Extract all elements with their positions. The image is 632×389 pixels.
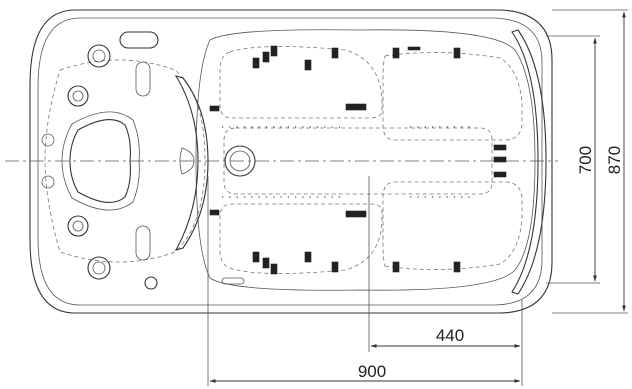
left-console-contour xyxy=(44,59,206,263)
tub-outer-shell xyxy=(29,9,553,314)
dim-label-440: 440 xyxy=(436,326,464,345)
dim-label-900: 900 xyxy=(358,362,386,381)
footwell xyxy=(223,127,493,195)
dim-label-870: 870 xyxy=(605,146,624,174)
right-pillow xyxy=(511,29,547,295)
jets xyxy=(209,45,507,275)
headrest xyxy=(69,119,131,203)
tub-inner-rim xyxy=(37,17,543,306)
dim-label-700: 700 xyxy=(576,146,595,174)
right-lounger-top xyxy=(382,52,523,141)
control-fittings xyxy=(41,31,245,290)
curved-divider xyxy=(174,75,209,251)
right-lounger-bottom xyxy=(382,181,523,270)
inner-seat-contour-top xyxy=(219,46,383,119)
main-well xyxy=(195,29,536,291)
inner-seat-contour-bottom xyxy=(219,203,383,274)
air-dots xyxy=(222,126,470,198)
